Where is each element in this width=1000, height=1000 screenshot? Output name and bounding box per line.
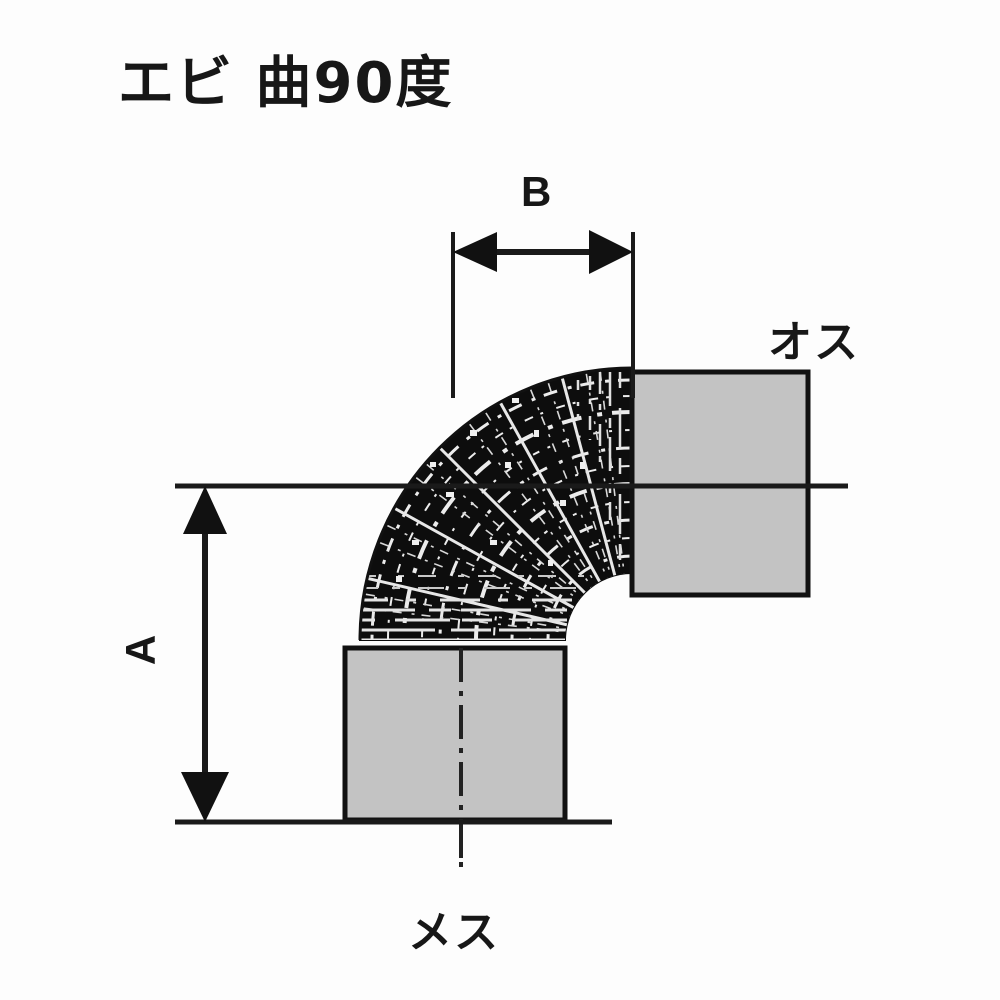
page-title: エビ 曲90度 — [118, 51, 454, 116]
dimension-label-a: A — [117, 634, 165, 666]
label-male-end: オス — [768, 317, 860, 368]
label-female-end: メス — [408, 907, 500, 958]
dimension-label-b: B — [521, 168, 552, 215]
dimension-b — [451, 230, 635, 398]
elbow-bend — [358, 366, 633, 641]
vertical-pipe-female-end — [342, 645, 568, 823]
dimension-a — [175, 483, 848, 825]
